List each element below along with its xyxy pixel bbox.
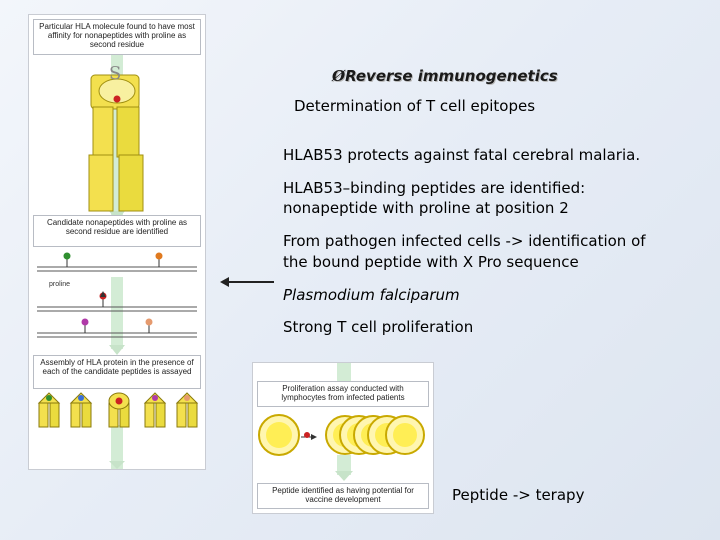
left-box-2: Candidate nonapeptides with proline as s… xyxy=(33,215,201,247)
right-box-2: Peptide identified as having potential f… xyxy=(257,483,429,509)
subtitle: Determination of T cell epitopes xyxy=(294,96,535,116)
paragraph-2-line-1: HLAB53–binding peptides are identified: xyxy=(283,178,585,198)
peptide-row-1 xyxy=(37,253,197,272)
left-box-3: Assembly of HLA protein in the presence … xyxy=(33,355,201,389)
arrow-icon xyxy=(311,434,317,440)
paragraph-4: Plasmodium falciparum xyxy=(283,285,460,305)
paragraph-5: Strong T cell proliferation xyxy=(283,317,473,337)
left-figure: Particular HLA molecule found to have mo… xyxy=(28,14,206,470)
down-arrow-icon xyxy=(335,471,353,481)
paragraph-1: HLAB53 protects against fatal cerebral m… xyxy=(283,145,640,165)
proline-label: proline xyxy=(49,281,70,288)
down-arrow-icon xyxy=(109,345,125,355)
left-box-1: Particular HLA molecule found to have mo… xyxy=(33,19,201,55)
s-letter: S xyxy=(109,63,121,84)
heading-text: Reverse immunogenetics xyxy=(345,67,558,85)
hla-assembly-row xyxy=(39,393,197,427)
paragraph-3-line-2: the bound peptide with X Pro sequence xyxy=(283,252,579,272)
left-arrow-icon xyxy=(220,276,276,288)
lymphocyte-cells-icon xyxy=(259,415,424,455)
right-figure: Proliferation assay conducted with lymph… xyxy=(252,362,434,514)
paragraph-2-line-2: nonapeptide with proline at position 2 xyxy=(283,198,569,218)
bullet-icon: Ø xyxy=(332,67,345,85)
paragraph-3-line-1: From pathogen infected cells -> identifi… xyxy=(283,231,646,251)
paragraph-6: Peptide -> terapy xyxy=(452,485,584,505)
section-heading: ØReverse immunogenetics xyxy=(332,66,558,86)
right-box-1: Proliferation assay conducted with lymph… xyxy=(257,381,429,407)
